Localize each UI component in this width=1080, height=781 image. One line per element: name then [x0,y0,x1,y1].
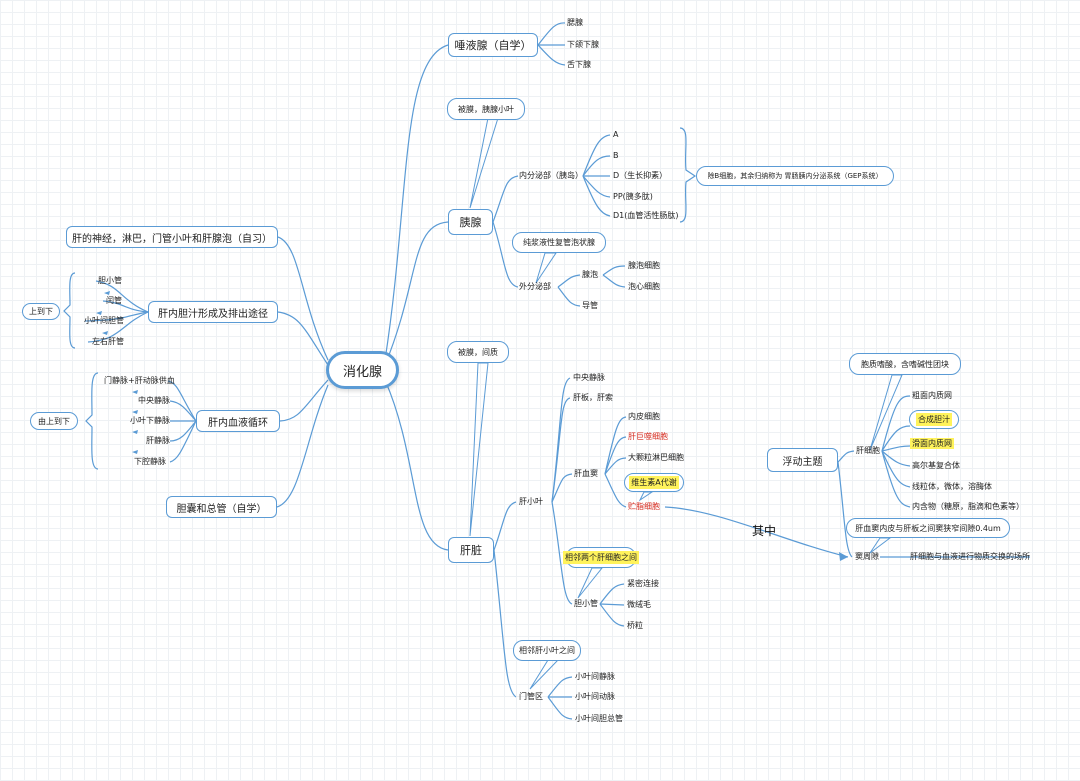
smooth-er-node[interactable]: 滑面内质网 [910,438,954,449]
pancreas-note[interactable]: 被膜，胰腺小叶 [447,98,525,120]
sinusoid-node[interactable]: 肝血窦 [574,469,598,478]
islet-cell-a[interactable]: A [613,130,619,139]
portal-area-node[interactable]: 门管区 [519,692,543,701]
interlobular-vein-node[interactable]: 小叶间静脉 [575,672,615,681]
organelles-node[interactable]: 线粒体，微体，溶酶体 [912,482,992,491]
perisinusoidal-note[interactable]: 肝血窦内皮与肝板之间窦狭窄间隙0.4um [846,518,1010,538]
endocrine-node[interactable]: 内分泌部（胰岛） [519,171,583,180]
relation-label[interactable]: 其中 [752,524,777,538]
blood-step-3[interactable]: 小叶下静脉 [130,416,170,425]
parotid-node[interactable]: 腮腺 [567,18,583,27]
liver-topic[interactable]: 肝脏 [448,537,494,563]
endothelial-cell-node[interactable]: 内皮细胞 [628,412,660,421]
tight-junction-node[interactable]: 紧密连接 [627,579,659,588]
hepatocyte-node[interactable]: 肝细胞 [856,446,880,455]
duct-node[interactable]: 导管 [582,301,598,310]
islet-cell-b[interactable]: B [613,151,619,160]
centroacinar-cell-node[interactable]: 泡心细胞 [628,282,660,291]
root-topic[interactable]: 消化腺 [326,351,399,389]
pancreas-topic[interactable]: 胰腺 [448,209,493,235]
islet-cell-d[interactable]: D（生长抑素） [613,171,668,180]
salivary-gland-topic[interactable]: 唾液腺（自学） [448,33,538,57]
microvilli-node[interactable]: 微绒毛 [627,600,651,609]
hepatocyte-note[interactable]: 胞质嗜酸，含嗜碱性团块 [849,353,961,375]
blood-step-5[interactable]: 下腔静脉 [134,457,166,466]
blood-direction-note[interactable]: 由上到下 [30,412,78,430]
blood-step-2[interactable]: 中央静脉 [138,396,170,405]
exocrine-note[interactable]: 纯浆液性复管泡状腺 [512,232,606,253]
large-granular-lymphocyte-node[interactable]: 大颗粒淋巴细胞 [628,453,684,462]
inclusions-node[interactable]: 内含物（糖原，脂滴和色素等） [912,502,1024,511]
canaliculus-note[interactable]: 相邻两个肝细胞之间 [563,547,639,568]
central-vein-node[interactable]: 中央静脉 [573,373,605,382]
submandibular-node[interactable]: 下颌下腺 [567,40,599,49]
hepatic-lobule-node[interactable]: 肝小叶 [519,497,543,506]
blood-step-1[interactable]: 门静脉+肝动脉供血 [104,376,175,385]
gallbladder-topic[interactable]: 胆囊和总管（自学） [166,496,277,518]
kupffer-cell-node[interactable]: 肝巨噬细胞 [628,432,668,441]
interlobular-bile-duct-node[interactable]: 小叶间胆总管 [575,714,623,723]
perisinusoidal-desc-node[interactable]: 肝细胞与血液进行物质交换的场所 [910,552,1030,561]
acinar-cell-node[interactable]: 腺泡细胞 [628,261,660,270]
blood-circulation-topic[interactable]: 肝内血液循环 [196,410,280,432]
gep-summary-note[interactable]: 除B细胞，其余归纳称为 胃肠胰内分泌系统（GEP系统） [696,166,894,186]
portal-area-note[interactable]: 相邻肝小叶之间 [513,640,581,661]
liver-note[interactable]: 被膜，间质 [447,341,509,363]
bile-step-4[interactable]: 左右肝管 [92,337,124,346]
desmosome-node[interactable]: 桥粒 [627,621,643,630]
bile-route-topic[interactable]: 肝内胆汁形成及排出途径 [148,301,278,323]
sublingual-node[interactable]: 舌下腺 [567,60,591,69]
rough-er-node[interactable]: 粗面内质网 [912,391,952,400]
floating-topic[interactable]: 浮动主题 [767,448,838,472]
vitamin-a-note[interactable]: 维生素A代谢 [624,473,684,492]
bile-synthesis-note[interactable]: 合成胆汁 [909,410,959,429]
bile-direction-note[interactable]: 上到下 [22,303,60,320]
perisinusoidal-space-node[interactable]: 窦周隙 [855,552,879,561]
islet-cell-pp[interactable]: PP(胰多肽) [613,192,653,201]
bile-step-1[interactable]: 胆小管 [98,276,122,285]
bile-step-3[interactable]: 小叶间胆管 [84,316,124,325]
bile-step-2[interactable]: 闰管 [106,296,122,305]
fat-storing-cell-node[interactable]: 贮脂细胞 [628,502,660,511]
exocrine-node[interactable]: 外分泌部 [519,282,551,291]
interlobular-artery-node[interactable]: 小叶间动脉 [575,692,615,701]
golgi-node[interactable]: 高尔基复合体 [912,461,960,470]
acinus-node[interactable]: 腺泡 [582,270,598,279]
islet-cell-d1[interactable]: D1(血管活性肠肽) [613,211,679,220]
liver-nerves-topic[interactable]: 肝的神经，淋巴，门管小叶和肝腺泡（自习） [66,226,278,248]
hepatic-plate-node[interactable]: 肝板，肝索 [573,393,613,402]
bile-canaliculus-node[interactable]: 胆小管 [574,599,598,608]
blood-step-4[interactable]: 肝静脉 [146,436,170,445]
